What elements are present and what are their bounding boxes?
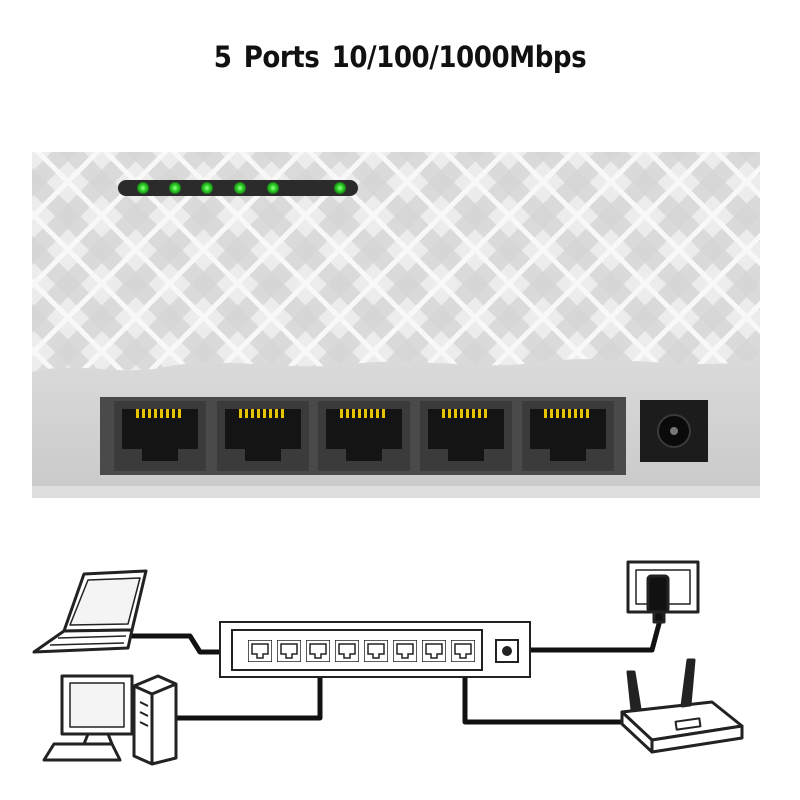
ethernet-port-1[interactable] — [114, 401, 206, 471]
laptop-icon — [32, 569, 148, 654]
connection-diagram — [32, 560, 744, 766]
diagram-port-7 — [422, 640, 446, 662]
cable-desktop — [140, 660, 323, 721]
diagram-port-8 — [451, 640, 475, 662]
cable-router — [462, 660, 625, 725]
status-led-4 — [234, 182, 246, 194]
desktop-computer-icon — [42, 674, 178, 766]
ethernet-port-5[interactable] — [522, 401, 614, 471]
ethernet-port-4[interactable] — [420, 401, 512, 471]
power-led — [334, 182, 346, 194]
diagram-port-6 — [393, 640, 417, 662]
diagram-port-5 — [364, 640, 388, 662]
ethernet-port-2[interactable] — [217, 401, 309, 471]
diagram-port-3 — [306, 640, 330, 662]
status-led-3 — [201, 182, 213, 194]
power-outlet-icon — [626, 560, 700, 624]
switch-diagram — [219, 621, 531, 678]
status-led-5 — [267, 182, 279, 194]
ethernet-port-3[interactable] — [318, 401, 410, 471]
wifi-router-icon — [620, 658, 744, 754]
switch-photo — [32, 152, 760, 498]
diagram-port-4 — [335, 640, 359, 662]
product-title: 5 Ports 10/100/1000Mbps — [213, 40, 587, 74]
status-leds — [137, 182, 346, 194]
dc-power-jack[interactable] — [640, 400, 708, 462]
diagram-port-2 — [277, 640, 301, 662]
diagram-port-1 — [248, 640, 272, 662]
status-led-1 — [137, 182, 149, 194]
status-led-2 — [169, 182, 181, 194]
